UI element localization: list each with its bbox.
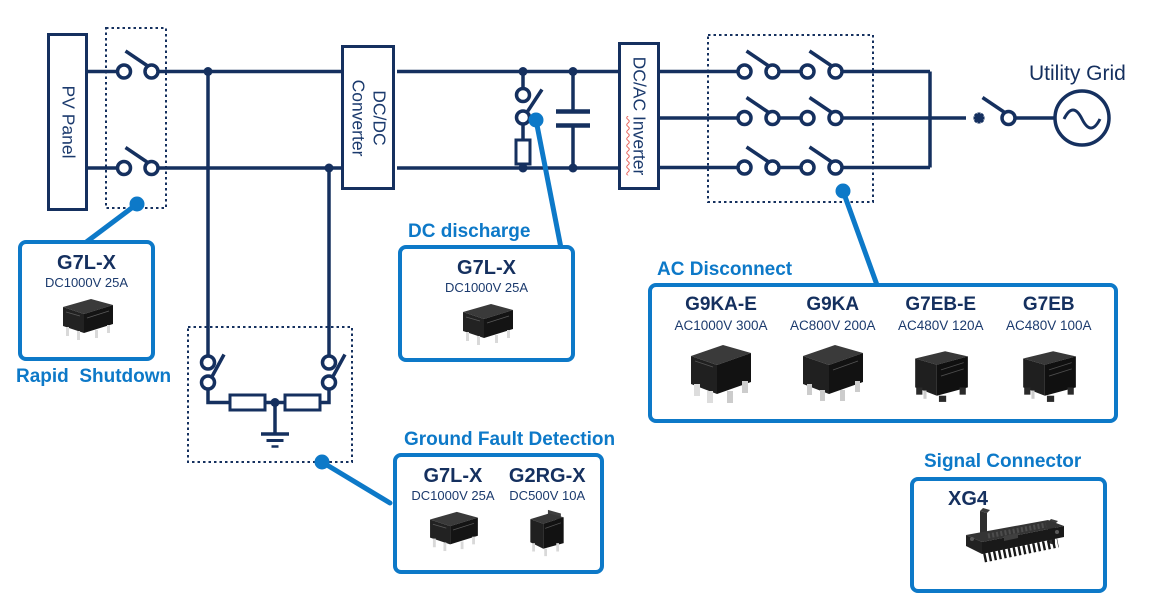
callout-ac-disconnect: G9KA-E AC1000V 300A G9KA AC800V 200A <box>648 283 1118 423</box>
leader-ground-fault <box>319 459 393 506</box>
product-ground-fault-g2rg-x: G2RG-X DC500V 10A <box>509 457 586 558</box>
g7l-x-relay-image <box>62 298 113 340</box>
product-dc-discharge-g7l-x: G7L-X DC1000V 25A <box>445 249 528 346</box>
g9ka-e-relay-image <box>690 345 751 404</box>
rapid-shutdown-dotted-box <box>105 27 167 209</box>
product-spec: AC480V 100A <box>1005 317 1092 333</box>
dcac-inverter-label: DC/ACInverter <box>629 56 650 176</box>
ground-fault-title: Ground Fault Detection <box>404 429 616 450</box>
ac-disconnect-title: AC Disconnect <box>657 259 793 280</box>
product-name: G7L-X <box>457 257 516 279</box>
dot-ground-fault <box>314 454 330 470</box>
junction-dots <box>203 67 578 407</box>
star-mark <box>973 112 985 124</box>
dot-dc-discharge <box>528 112 544 128</box>
product-g9ka: G9KA AC800V 200A <box>790 287 876 407</box>
ground-symbol <box>261 402 289 448</box>
leader-rapid-shutdown <box>82 201 140 246</box>
product-name: G9KA <box>806 294 860 315</box>
product-rapid-shutdown-g7l-x: G7L-X DC1000V 25A <box>45 244 128 341</box>
discharge-resistor <box>514 138 532 166</box>
product-ground-fault-g7l-x: G7L-X DC1000V 25A <box>411 457 495 552</box>
product-spec: AC480V 120A <box>897 317 984 333</box>
rapid-shutdown-title: Rapid Shutdown <box>16 366 172 387</box>
xg4-connector-image <box>966 508 1064 563</box>
product-g9ka-e: G9KA-E AC1000V 300A <box>674 287 768 407</box>
dcdc-converter-label: DC/DC Converter <box>348 79 390 156</box>
g7eb-e-relay-image <box>914 351 968 403</box>
product-name: G7EB-E <box>905 294 977 315</box>
dcdc-converter-block: DC/DC Converter <box>341 45 395 190</box>
callout-dots <box>129 112 851 470</box>
product-spec: AC800V 200A <box>789 317 876 333</box>
dot-rapid-shutdown <box>129 196 145 212</box>
utility-grid-symbol <box>1053 89 1111 147</box>
leader-dc-discharge <box>533 117 564 251</box>
product-name: G7L-X <box>423 465 483 487</box>
rapid-shutdown-switches <box>115 49 160 177</box>
callout-ground-fault: G7L-X DC1000V 25A G2RG-X DC500V 10A <box>393 453 604 574</box>
ac-output-lines <box>660 69 1055 170</box>
product-spec: DC1000V 25A <box>411 488 495 503</box>
inverter-word-with-squiggle: Inverter <box>629 116 650 176</box>
product-g7eb-e: G7EB-E AC480V 120A <box>898 287 984 405</box>
pv-panel-block: PV Panel <box>47 33 88 211</box>
callout-signal-connector: XG4 <box>910 477 1107 593</box>
signal-connector-title: Signal Connector <box>924 451 1082 472</box>
dot-ac-disconnect <box>835 183 851 199</box>
grid-isolation-switch <box>973 96 1017 127</box>
callout-dc-discharge: G7L-X DC1000V 25A <box>398 245 575 362</box>
dcac-inverter-block: DC/ACInverter <box>618 42 660 190</box>
g7l-x-relay-image <box>462 303 513 345</box>
ground-fault-branch <box>199 353 347 448</box>
dc-discharge-title: DC discharge <box>408 221 531 242</box>
product-name: G9KA-E <box>685 294 757 315</box>
callout-rapid-shutdown: G7L-X DC1000V 25A <box>18 240 155 361</box>
gf-resistor-right <box>283 393 322 412</box>
product-name: G7EB <box>1022 294 1075 315</box>
utility-grid-label: Utility Grid <box>1029 62 1126 85</box>
callout-leaders <box>82 117 880 506</box>
leader-ac-disconnect <box>840 188 880 288</box>
ac-disconnect-dotted-box <box>707 34 874 203</box>
product-spec: DC500V 10A <box>509 488 586 503</box>
product-name: G7L-X <box>57 252 116 274</box>
gf-resistor-left <box>228 393 267 412</box>
product-name: G2RG-X <box>508 465 586 487</box>
product-spec: DC1000V 25A <box>44 275 129 290</box>
product-g7eb: G7EB AC480V 100A <box>1006 287 1092 405</box>
ground-fault-dotted-box <box>187 326 353 463</box>
g2rg-x-relay-image <box>530 509 564 557</box>
g7eb-relay-image <box>1022 351 1076 403</box>
g7l-x-relay-image <box>429 511 478 551</box>
dc-bus-lines <box>88 69 618 356</box>
ac-disconnect-switches <box>736 49 844 176</box>
g9ka-relay-image <box>802 345 863 402</box>
product-spec: AC1000V 300A <box>674 317 768 333</box>
dc-link-capacitor <box>556 71 590 168</box>
product-name: XG4 <box>948 488 989 510</box>
product-spec: DC1000V 25A <box>444 280 529 295</box>
pv-panel-label: PV Panel <box>58 85 79 159</box>
